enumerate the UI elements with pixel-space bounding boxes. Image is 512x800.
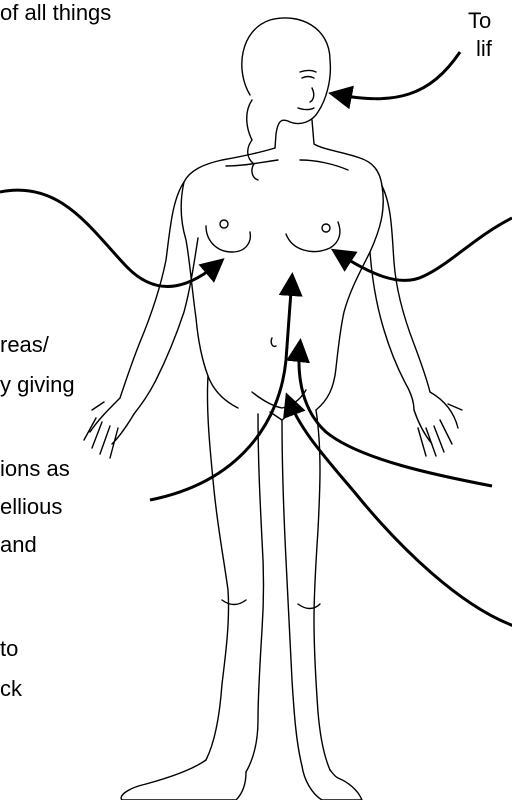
label-pancreas-line2: y giving	[0, 372, 75, 398]
label-pancreas-line1: reas/	[0, 332, 49, 358]
right-breast	[286, 222, 340, 252]
left-arm	[120, 182, 198, 414]
torso-left	[181, 182, 238, 408]
left-nipple	[220, 220, 228, 228]
head-outline	[242, 18, 331, 148]
right-nipple	[322, 224, 330, 232]
label-emotions-line2: ellious	[0, 494, 62, 520]
label-bottom-line1: to	[0, 636, 18, 662]
arrow-to-face	[334, 52, 460, 99]
torso-right	[316, 186, 383, 410]
face-features	[298, 71, 316, 110]
left-breast	[206, 226, 250, 252]
right-arm	[370, 186, 430, 410]
label-top-left: of all things	[0, 0, 111, 26]
neck	[184, 120, 382, 186]
arrow-to-right-breast	[336, 218, 512, 280]
arrow-to-pelvis	[288, 398, 512, 626]
label-bottom-line2: ck	[0, 676, 22, 702]
label-emotions-line1: ions as	[0, 456, 70, 482]
left-leg	[206, 376, 264, 772]
collarbones	[226, 160, 348, 170]
right-foot	[302, 766, 362, 800]
arrow-to-left-breast	[0, 190, 220, 286]
arrows	[0, 52, 512, 626]
arrow-to-stomach	[150, 278, 292, 500]
right-leg	[282, 410, 330, 770]
label-emotions-line3: and	[0, 532, 37, 558]
hair-braid	[247, 100, 258, 180]
right-hand	[414, 392, 462, 456]
label-top-right-line2: lif	[476, 36, 492, 62]
left-hand	[84, 398, 134, 458]
left-foot	[121, 760, 246, 800]
knees	[222, 600, 320, 609]
navel	[271, 338, 276, 346]
arrow-to-abdomen	[299, 344, 492, 486]
label-top-right-line1: To	[468, 8, 491, 34]
